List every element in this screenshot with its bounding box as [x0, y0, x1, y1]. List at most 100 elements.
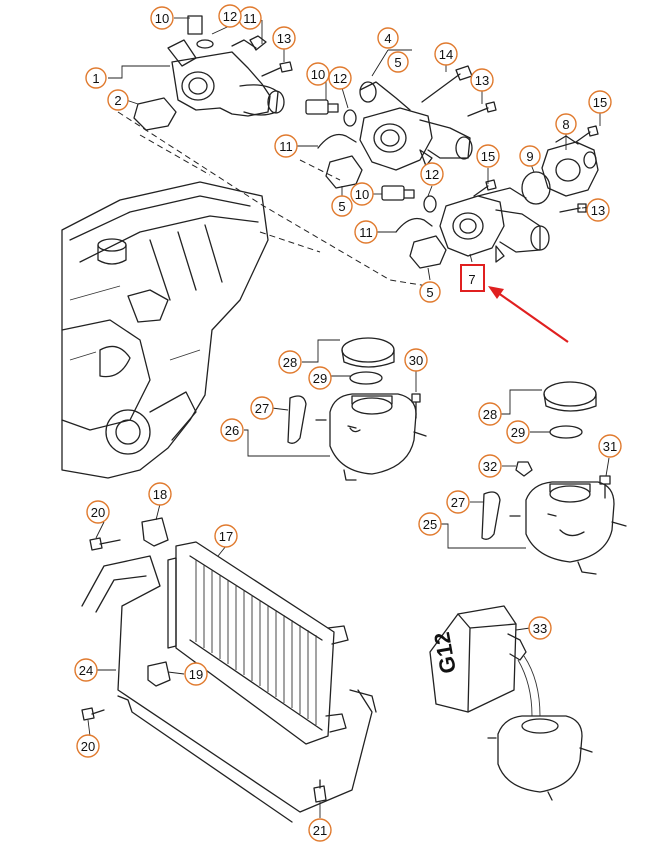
callout-13a: 13: [272, 26, 296, 50]
callout-27a: 27: [250, 396, 274, 420]
svg-text:19: 19: [189, 667, 203, 682]
callout-15b: 15: [476, 144, 500, 168]
bolt-20a: [89, 537, 121, 551]
callout-31: 31: [598, 434, 622, 458]
callout-5b: 5: [331, 195, 353, 217]
bolt-13b: [467, 101, 497, 117]
svg-text:4: 4: [384, 31, 391, 46]
bolt-13c: [559, 203, 587, 213]
svg-text:9: 9: [526, 149, 533, 164]
bolt-20b: [81, 707, 105, 721]
clip-11b: [395, 217, 433, 233]
svg-text:10: 10: [155, 11, 169, 26]
assembly-dashed-line: [117, 111, 441, 289]
svg-text:29: 29: [313, 371, 327, 386]
callout-15a: 15: [588, 90, 612, 114]
expansion-tank-26: [315, 337, 427, 481]
bolt-13a: [261, 61, 293, 77]
callout-25: 25: [418, 512, 442, 536]
svg-text:27: 27: [451, 495, 465, 510]
callout-21: 21: [308, 818, 332, 842]
screw-30: [411, 393, 421, 419]
svg-text:12: 12: [223, 9, 237, 24]
callout-28a: 28: [278, 350, 302, 374]
svg-text:12: 12: [333, 71, 347, 86]
callout-20a: 20: [86, 500, 110, 524]
seal-9: [521, 171, 551, 205]
callout-26: 26: [220, 418, 244, 442]
callout-1: 1: [85, 67, 107, 89]
bracket-19: [147, 661, 171, 687]
callout-4: 4: [377, 27, 399, 49]
svg-text:21: 21: [313, 823, 327, 838]
svg-text:27: 27: [255, 401, 269, 416]
svg-text:29: 29: [511, 425, 525, 440]
gasket-5b: [409, 235, 447, 269]
svg-text:8: 8: [562, 117, 569, 132]
expansion-tank-25: [509, 381, 627, 575]
callout-8: 8: [555, 113, 577, 135]
callout-20b: 20: [76, 734, 100, 758]
callout-12a: 12: [218, 4, 242, 28]
svg-text:18: 18: [153, 487, 167, 502]
callout-10c: 10: [350, 182, 374, 206]
callout-11b: 11: [274, 134, 298, 158]
svg-text:2: 2: [114, 93, 121, 108]
bolt-15b: [575, 125, 599, 143]
temp-sensor-10b: [381, 185, 437, 213]
leader-lines: [87, 17, 610, 818]
svg-text:15: 15: [481, 149, 495, 164]
svg-text:12: 12: [425, 167, 439, 182]
callout-9: 9: [519, 145, 541, 167]
engine-block: [61, 181, 269, 479]
callout-10b: 10: [306, 62, 330, 86]
svg-text:15: 15: [593, 95, 607, 110]
coolant-bottle-33: G12: [429, 605, 541, 717]
svg-text:30: 30: [409, 353, 423, 368]
svg-text:13: 13: [277, 31, 291, 46]
svg-text:26: 26: [225, 423, 239, 438]
svg-text:11: 11: [359, 225, 373, 240]
callout-30: 30: [404, 348, 428, 372]
gasket-5a: [325, 155, 363, 189]
coolant-flange-7: [439, 187, 550, 263]
svg-text:17: 17: [219, 529, 233, 544]
svg-text:25: 25: [423, 517, 437, 532]
callout-2: 2: [107, 89, 129, 111]
svg-text:11: 11: [243, 11, 257, 26]
callout-18: 18: [148, 482, 172, 506]
svg-text:33: 33: [533, 621, 547, 636]
callout-5c: 5: [419, 281, 441, 303]
callouts: 1 2 4 5 5 5 7 8 9 10 10 10 11 11 11 12 1…: [74, 4, 622, 842]
screw-31: [599, 475, 611, 499]
gasket-2: [133, 97, 177, 131]
callout-11a: 11: [238, 6, 262, 30]
callout-5a: 5: [387, 51, 409, 73]
callout-32: 32: [478, 454, 502, 478]
bolt-14: [421, 65, 473, 103]
radiator-frame-24: [81, 555, 377, 823]
hose-27a: [287, 395, 307, 444]
hose-27b: [481, 491, 501, 540]
coolant-bottle-label: G12: [429, 630, 461, 675]
svg-text:20: 20: [81, 739, 95, 754]
callout-28b: 28: [478, 402, 502, 426]
callout-19: 19: [184, 662, 208, 686]
coolant-flange-4: [359, 81, 473, 171]
svg-text:28: 28: [483, 407, 497, 422]
svg-text:28: 28: [283, 355, 297, 370]
callout-12b: 12: [328, 66, 352, 90]
highlight-arrow: [488, 286, 569, 343]
callout-11c: 11: [354, 220, 378, 244]
svg-text:32: 32: [483, 459, 497, 474]
svg-text:10: 10: [311, 67, 325, 82]
coolant-flange-1: [167, 15, 285, 117]
svg-text:5: 5: [426, 285, 433, 300]
temp-sensor-10a: [305, 99, 357, 127]
svg-text:24: 24: [79, 663, 93, 678]
clip-11a: [317, 133, 357, 149]
bolt-15a: [473, 179, 497, 197]
assembly-dashed-line-2: [139, 134, 341, 253]
svg-text:1: 1: [92, 71, 99, 86]
